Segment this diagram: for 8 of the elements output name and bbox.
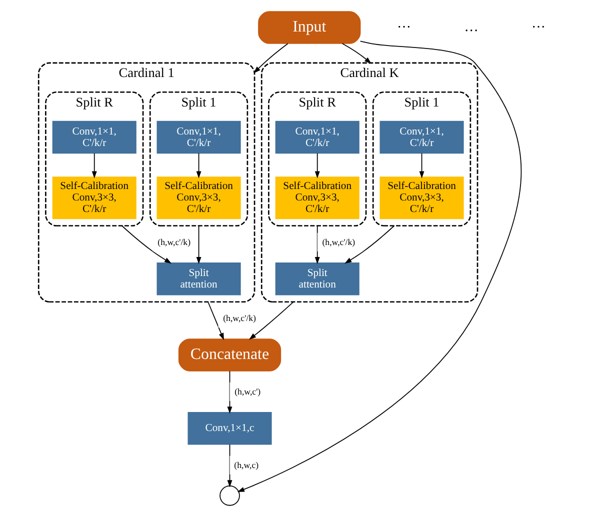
label: ⋯	[532, 18, 546, 35]
edge-label: (h,w,c'/k)	[223, 312, 256, 323]
edge-label: (h,w,c')	[234, 386, 261, 396]
label: …	[464, 18, 478, 35]
label: ⋯	[397, 18, 412, 35]
edge-label: (h,w,c)	[234, 460, 259, 470]
edge-label: (h,w,c'/k)	[158, 236, 191, 247]
edge-label: (h,w,c'/k)	[322, 236, 356, 247]
